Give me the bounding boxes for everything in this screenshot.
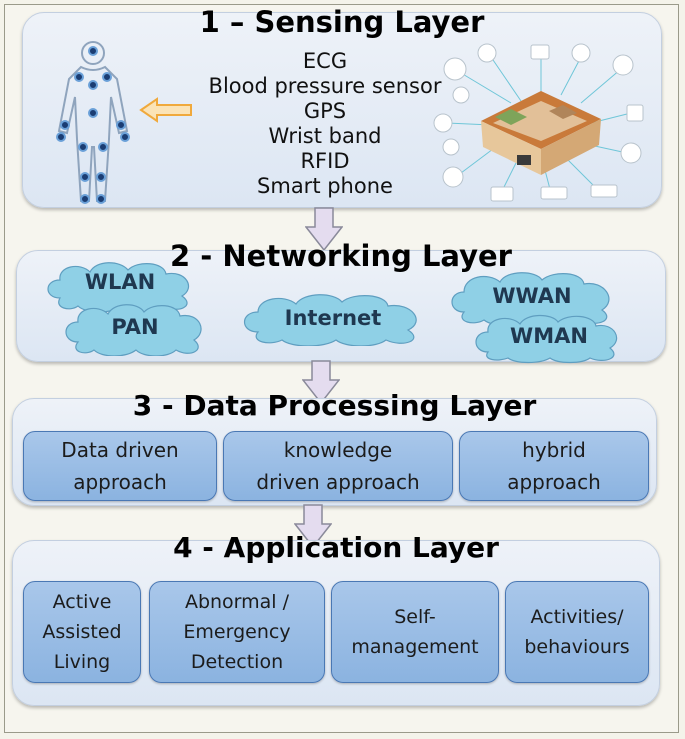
network-label-wlan: WLAN [84, 270, 156, 294]
human-body-sensor-icon [56, 41, 130, 204]
smart-home-icon [433, 43, 644, 202]
network-label-wman: WMAN [510, 324, 588, 348]
sensor-item: Wrist band [268, 124, 382, 148]
box-label: Abnormal / Emergency Detection [183, 591, 291, 673]
cloud-icon [451, 272, 610, 326]
networking-layer-title: 2 - Networking Layer [170, 239, 512, 273]
cloud-icon [243, 294, 417, 346]
processing-layer-panel: 3 - Data Processing Layer Data driven ap… [12, 389, 657, 506]
emergency-detection-box: Abnormal / Emergency Detection [149, 581, 325, 683]
application-layer-panel: 4 - Application Layer Active Assisted Li… [12, 531, 660, 706]
self-management-box: Self- management [331, 581, 499, 683]
down-arrow-icon [302, 360, 340, 404]
activities-behaviours-box: Activities/ behaviours [505, 581, 649, 683]
cloud-icon [475, 314, 618, 364]
application-layer-title: 4 - Application Layer [173, 531, 499, 564]
data-driven-approach-box: Data driven approach [23, 431, 217, 501]
cloud-icon [47, 262, 189, 312]
sensor-list: ECG Blood pressure sensor GPS Wrist band… [191, 49, 459, 199]
sensor-item: Smart phone [257, 174, 393, 198]
network-label-internet: Internet [284, 306, 382, 330]
sensor-item: RFID [300, 149, 350, 173]
left-arrow-icon [139, 97, 192, 123]
cloud-wlan: WLAN [40, 258, 200, 312]
box-label: Data driven approach [61, 438, 179, 494]
cloud-internet: Internet [236, 290, 430, 346]
cloud-wwan: WWAN [444, 268, 620, 326]
sensor-item: ECG [302, 49, 348, 73]
box-label: Active Assisted Living [42, 591, 122, 673]
down-arrow-icon [305, 207, 343, 251]
box-label: hybrid approach [507, 438, 601, 494]
down-arrow-icon [294, 504, 332, 548]
active-assisted-living-box: Active Assisted Living [23, 581, 141, 683]
sensing-layer-title: 1 – Sensing Layer [199, 5, 485, 39]
cloud-wman: WMAN [470, 312, 628, 364]
network-label-pan: PAN [111, 315, 159, 339]
processing-layer-title: 3 - Data Processing Layer [132, 389, 537, 422]
network-label-wwan: WWAN [492, 284, 572, 308]
sensor-item: GPS [303, 99, 347, 123]
box-label: Activities/ behaviours [524, 606, 630, 658]
sensor-item: Blood pressure sensor [208, 74, 442, 98]
sensing-layer-panel: 1 – Sensing Layer ECG Blood pressure sen… [22, 5, 662, 208]
cloud-pan: PAN [60, 300, 210, 356]
knowledge-driven-approach-box: knowledge driven approach [223, 431, 453, 501]
hybrid-approach-box: hybrid approach [459, 431, 649, 501]
box-label: Self- management [351, 606, 479, 658]
cloud-icon [65, 304, 202, 356]
box-label: knowledge driven approach [256, 438, 420, 494]
